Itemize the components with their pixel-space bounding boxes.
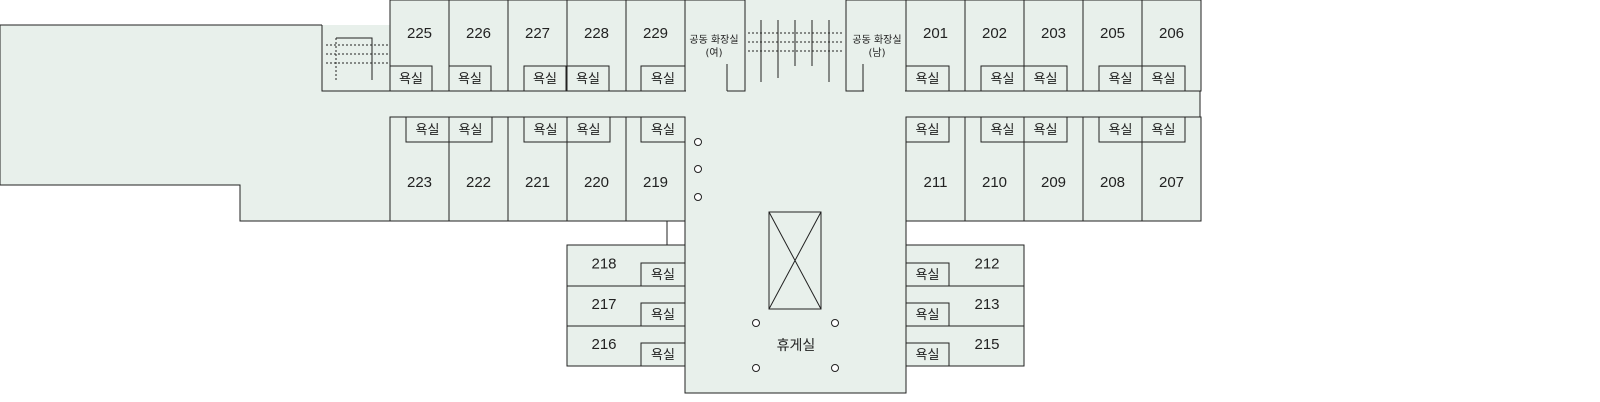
bathroom-label-221: 욕실 — [534, 123, 558, 138]
room-number-215: 215 — [974, 336, 999, 353]
room-number-216: 216 — [591, 336, 616, 353]
bathroom-229 — [640, 65, 686, 92]
bathroom-label-227: 욕실 — [533, 72, 557, 87]
bathroom-206 — [1141, 65, 1186, 92]
restroom-men-sub: (남) — [868, 47, 885, 59]
bathroom-203 — [1023, 65, 1068, 92]
bathroom-label-219: 욕실 — [651, 123, 675, 138]
room-number-221: 221 — [525, 174, 550, 191]
bathroom-label-222: 욕실 — [459, 123, 483, 138]
bathroom-201 — [905, 65, 950, 92]
bathroom-210 — [980, 116, 1025, 143]
bathroom-label-228: 욕실 — [576, 72, 600, 87]
room-number-203: 203 — [1041, 25, 1066, 42]
bathroom-label-217: 욕실 — [651, 308, 675, 323]
bathroom-222 — [448, 116, 493, 143]
bathroom-label-216: 욕실 — [651, 348, 675, 363]
room-number-228: 228 — [584, 25, 609, 42]
bathroom-label-210: 욕실 — [991, 123, 1015, 138]
bathroom-label-229: 욕실 — [651, 72, 675, 87]
room-number-218: 218 — [591, 255, 616, 272]
room-number-229: 229 — [643, 25, 668, 42]
room-number-226: 226 — [466, 25, 491, 42]
bathroom-label-223: 욕실 — [416, 123, 440, 138]
room-number-210: 210 — [982, 174, 1007, 191]
restroom-women-sub: (여) — [705, 47, 722, 59]
bathroom-label-211: 욕실 — [916, 123, 940, 138]
bathroom-211 — [905, 116, 950, 143]
room-number-220: 220 — [584, 174, 609, 191]
room-number-206: 206 — [1159, 25, 1184, 42]
room-number-223: 223 — [407, 174, 432, 191]
room-number-219: 219 — [643, 174, 668, 191]
west-stair — [326, 37, 388, 82]
bathroom-label-218: 욕실 — [651, 268, 675, 283]
bathroom-label-206: 욕실 — [1152, 72, 1176, 87]
room-number-202: 202 — [982, 25, 1007, 42]
bathroom-227 — [523, 65, 567, 92]
bathroom-label-207: 욕실 — [1152, 123, 1176, 138]
lounge-label: 휴게실 — [777, 338, 816, 354]
room-number-225: 225 — [407, 25, 432, 42]
room-number-207: 207 — [1159, 174, 1184, 191]
bathroom-205 — [1098, 65, 1143, 92]
restroom-women-label: 공동 화장실 — [689, 34, 738, 46]
bathroom-219 — [640, 116, 686, 143]
room-number-209: 209 — [1041, 174, 1066, 191]
room-number-217: 217 — [591, 296, 616, 313]
room-number-212: 212 — [974, 255, 999, 272]
bathroom-label-213: 욕실 — [916, 308, 940, 323]
bathroom-label-220: 욕실 — [577, 123, 601, 138]
bathroom-label-226: 욕실 — [458, 72, 482, 87]
room-number-208: 208 — [1100, 174, 1125, 191]
bathroom-215 — [905, 342, 950, 367]
bathroom-225 — [389, 65, 433, 92]
lounge-elevator — [768, 211, 822, 310]
bathroom-226 — [448, 65, 492, 92]
bathroom-207 — [1141, 116, 1186, 143]
room-number-222: 222 — [466, 174, 491, 191]
bathroom-label-208: 욕실 — [1109, 123, 1133, 138]
bathroom-208 — [1098, 116, 1143, 143]
rooms-layer: 225 욕실 226 욕실 227 욕실 228 욕실 229 욕실 201 욕실 202 욕실 203 욕실… — [389, 0, 1202, 367]
lounge-columns — [694, 138, 839, 372]
room-number-211: 211 — [924, 174, 948, 191]
room-number-205: 205 — [1100, 25, 1125, 42]
bathroom-label-209: 욕실 — [1034, 123, 1058, 138]
bathroom-label-205: 욕실 — [1109, 72, 1133, 87]
bathroom-220 — [566, 116, 611, 143]
restrooms-block — [684, 0, 907, 92]
restroom-men-label: 공동 화장실 — [852, 34, 901, 46]
bathroom-228 — [566, 65, 610, 92]
bathroom-209 — [1023, 116, 1068, 143]
room-number-227: 227 — [525, 25, 550, 42]
bathroom-label-201: 욕실 — [916, 72, 940, 87]
room-number-213: 213 — [974, 296, 999, 313]
bathroom-label-225: 욕실 — [399, 72, 423, 87]
bathroom-label-202: 욕실 — [991, 72, 1015, 87]
bathroom-label-203: 욕실 — [1034, 72, 1058, 87]
bathroom-label-212: 욕실 — [916, 268, 940, 283]
bathroom-202 — [980, 65, 1025, 92]
room-number-201: 201 — [923, 25, 948, 42]
bathroom-label-215: 욕실 — [916, 348, 940, 363]
bathroom-216 — [640, 342, 686, 367]
